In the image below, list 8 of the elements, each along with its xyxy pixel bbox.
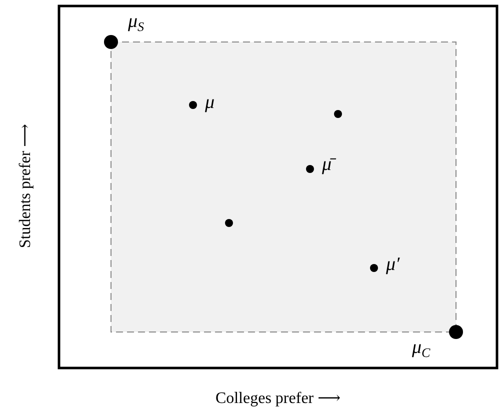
point-label: μ$_{S}$ xyxy=(128,12,144,36)
point-label: μ xyxy=(205,93,215,113)
point-label: μ$_{C}$ xyxy=(412,338,430,362)
point-label: μ′ xyxy=(386,255,400,275)
axis-title: Colleges prefer ⟶ xyxy=(215,389,341,408)
point-marker xyxy=(449,325,463,339)
point-marker xyxy=(104,35,118,49)
axis-title: Students prefer ⟶ xyxy=(16,124,35,248)
